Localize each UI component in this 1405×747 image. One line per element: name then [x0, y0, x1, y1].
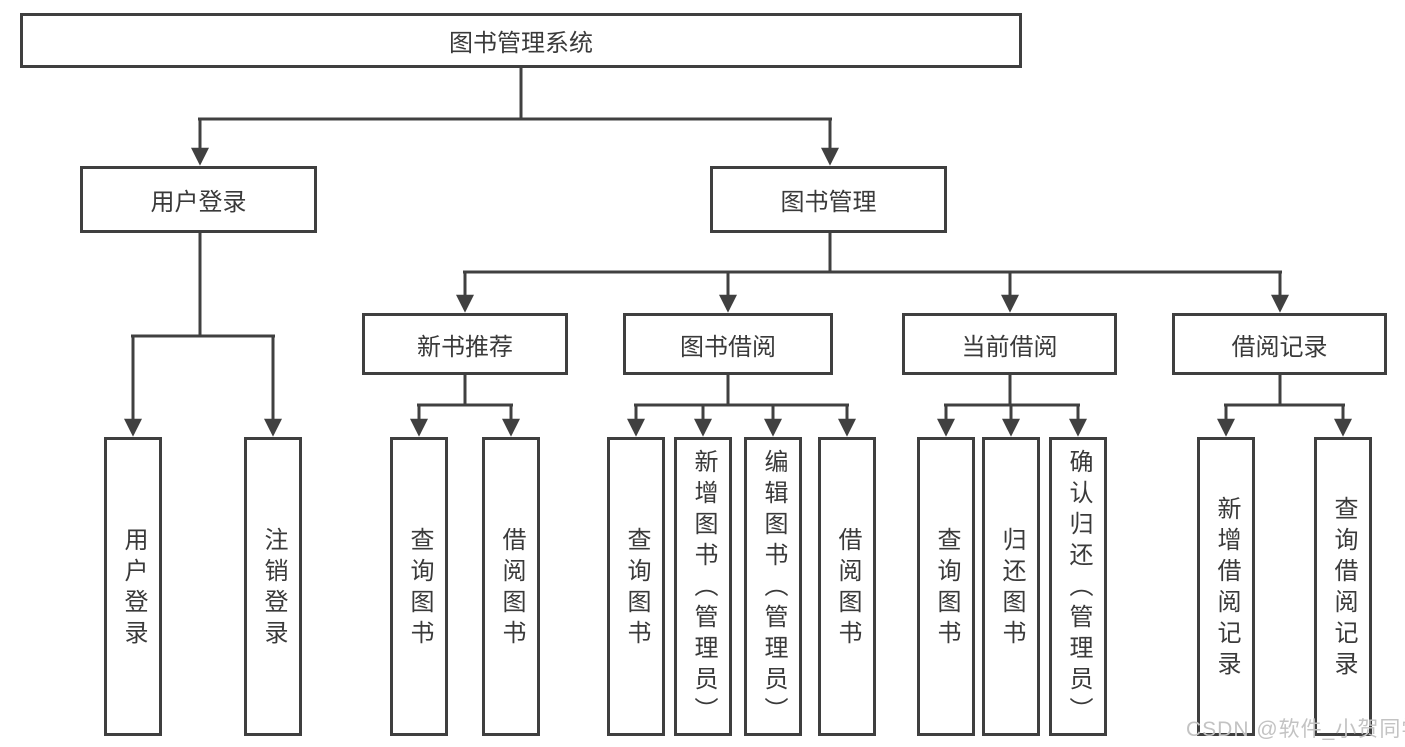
leaf-borrow-add-books-admin: 新增图书（管理员）: [674, 437, 732, 736]
node-book-management: 图书管理: [710, 166, 947, 233]
leaf-records-add-record: 新增借阅记录: [1197, 437, 1255, 736]
leaf-current-return-books: 归还图书: [982, 437, 1040, 736]
leaf-current-confirm-return-admin: 确认归还（管理员）: [1049, 437, 1107, 736]
node-current-borrow: 当前借阅: [902, 313, 1117, 375]
leaf-borrow-query-books: 查询图书: [607, 437, 665, 736]
leaf-current-query-books: 查询图书: [917, 437, 975, 736]
leaf-logout-login: 注销登录: [244, 437, 302, 736]
node-borrow-records: 借阅记录: [1172, 313, 1387, 375]
leaf-user-login: 用户登录: [104, 437, 162, 736]
leaf-records-query-record: 查询借阅记录: [1314, 437, 1372, 736]
leaf-recommend-query-books: 查询图书: [390, 437, 448, 736]
node-new-book-recommend: 新书推荐: [362, 313, 568, 375]
leaf-borrow-borrow-books: 借阅图书: [818, 437, 876, 736]
node-user-login: 用户登录: [80, 166, 317, 233]
node-book-borrow: 图书借阅: [623, 313, 833, 375]
csdn-watermark: CSDN @软件_小贺同学: [1186, 718, 1405, 741]
node-root-system: 图书管理系统: [20, 13, 1022, 68]
leaf-borrow-edit-books-admin: 编辑图书（管理员）: [744, 437, 802, 736]
leaf-recommend-borrow-books: 借阅图书: [482, 437, 540, 736]
